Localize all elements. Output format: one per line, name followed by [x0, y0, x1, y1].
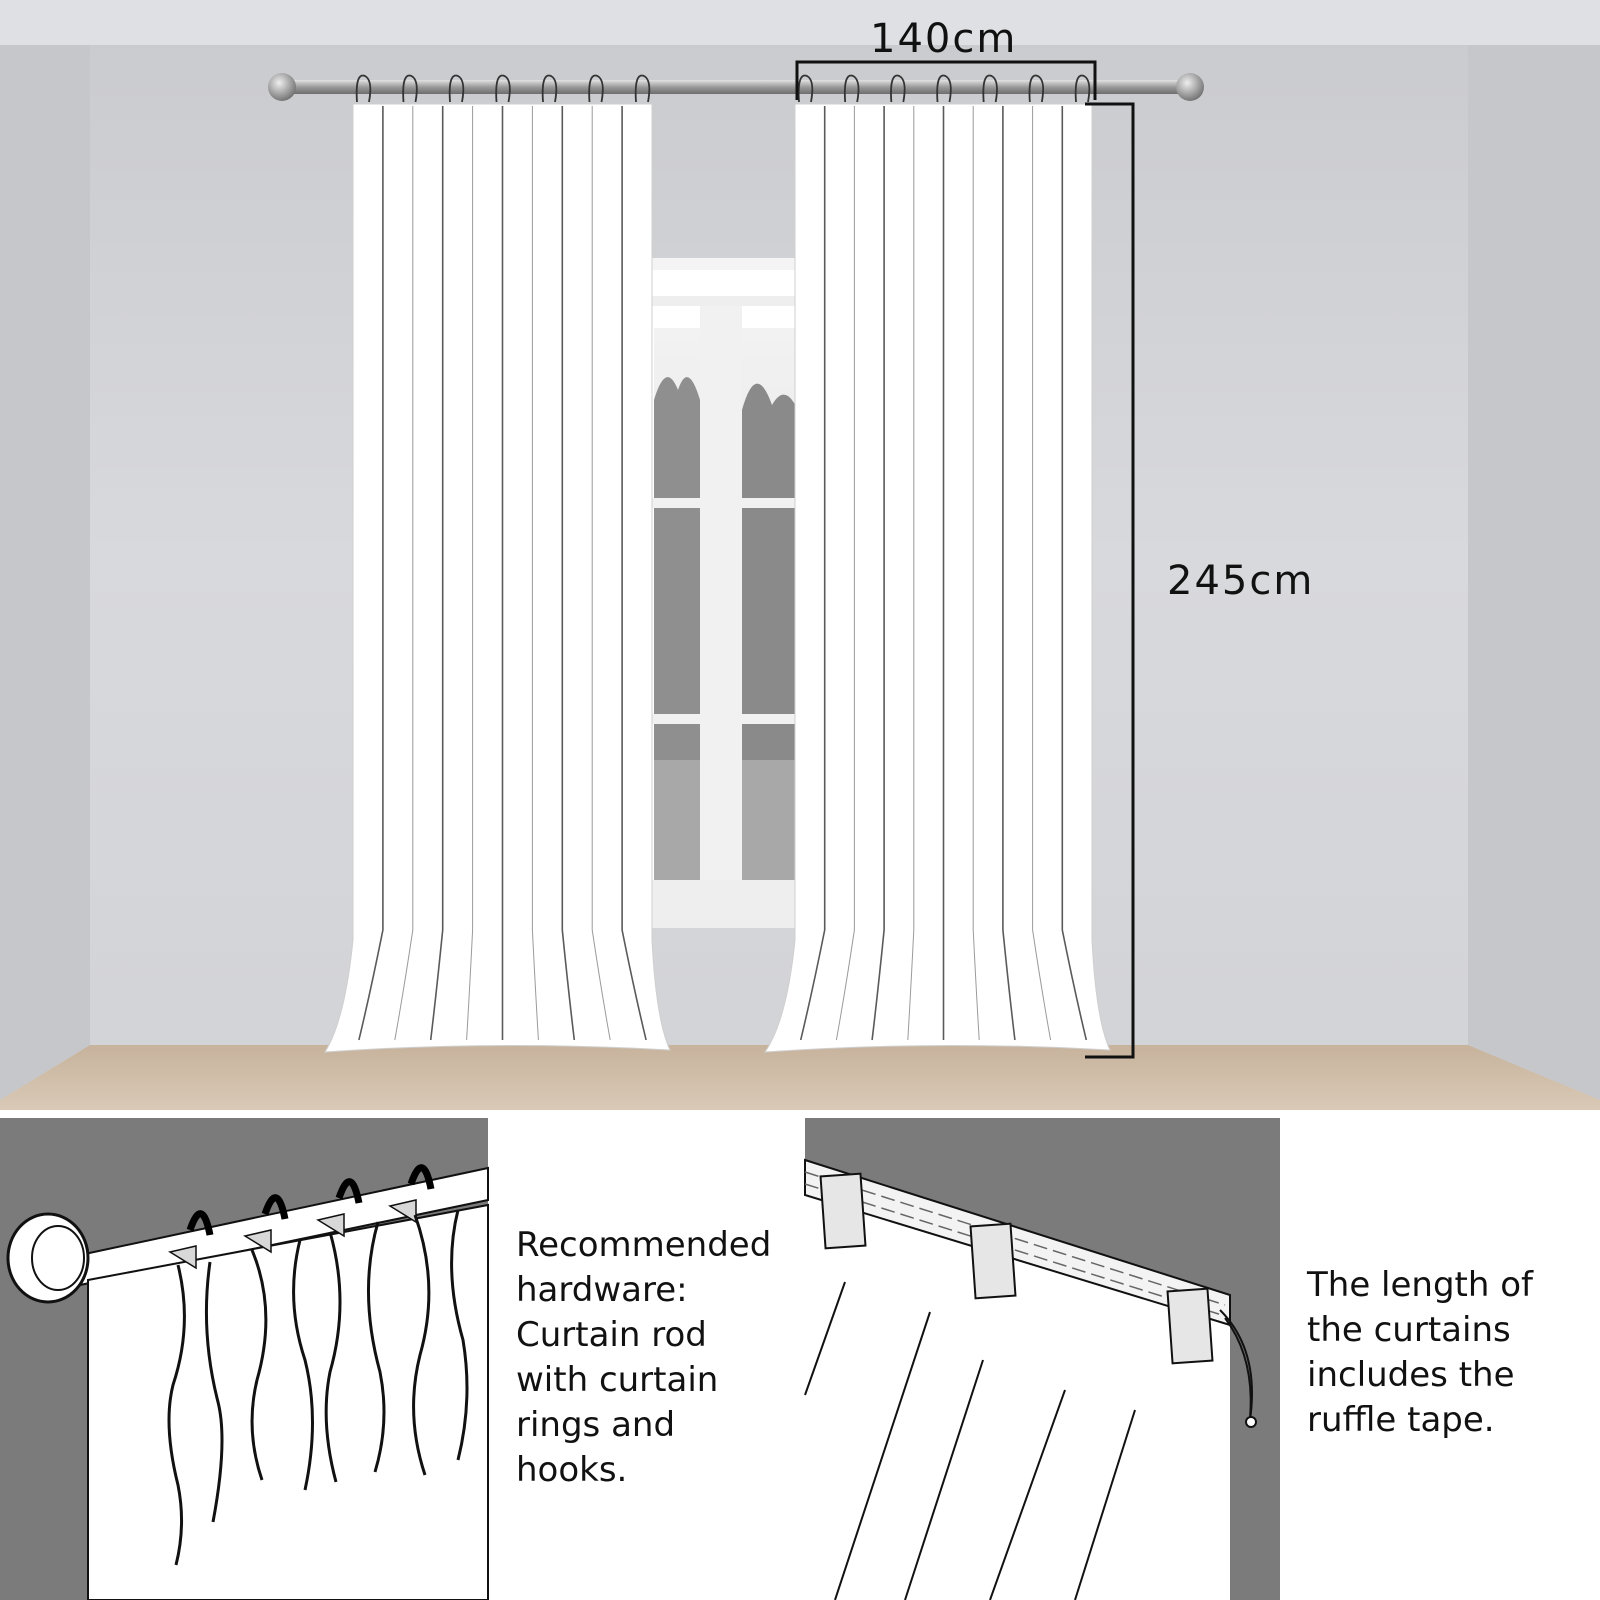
window-icon: [648, 258, 800, 928]
curtain-ring-icon: [936, 74, 952, 103]
width-dimension-line: [795, 60, 1097, 100]
height-dimension-line: [1085, 102, 1135, 1059]
note-line: hardware:: [516, 1270, 688, 1310]
note-line: includes the: [1307, 1355, 1515, 1395]
dimension-lines: [795, 60, 1135, 1059]
curtain-fold: [429, 106, 444, 1041]
curtain-ring-icon: [843, 74, 860, 103]
curtain-fold: [466, 106, 474, 1041]
right-wall: [1468, 0, 1600, 1100]
curtain-fold: [1032, 106, 1052, 1041]
ruffle-tape-icon: [804, 1158, 1257, 1600]
curtain-fold: [561, 106, 576, 1041]
curtain-ring-icon: [1028, 74, 1045, 103]
ceiling: [0, 0, 1600, 45]
note-line: rings and: [516, 1405, 676, 1445]
curtain-panels: [324, 74, 1111, 1053]
curtain-fold: [394, 106, 414, 1041]
note-line: the curtains: [1307, 1310, 1511, 1350]
curtain-ring-icon: [1074, 74, 1091, 103]
curtain-ring-icon: [402, 74, 418, 103]
length-note: The length of the curtains includes the …: [1307, 1263, 1587, 1443]
left-wall: [0, 0, 90, 1100]
curtain-ring-icon: [355, 74, 372, 103]
curtain-ring-icon: [634, 74, 651, 103]
curtain-fold: [871, 106, 885, 1041]
curtain-fold: [358, 106, 384, 1041]
curtain-ring-icon: [495, 74, 511, 103]
curtain-ring-icon: [448, 74, 465, 103]
curtain-fold: [531, 106, 539, 1041]
right-curtain: [764, 74, 1111, 1053]
note-line: with curtain: [516, 1360, 719, 1400]
curtain-ring-icon: [890, 74, 906, 103]
curtain-ring-icon: [588, 74, 604, 103]
curtain-fold: [621, 106, 647, 1041]
note-line: ruffle tape.: [1307, 1400, 1495, 1440]
note-line: The length of: [1307, 1265, 1533, 1305]
curtain-ring-icon: [797, 74, 814, 103]
curtain-fold: [972, 106, 980, 1041]
curtain-ring-icon: [541, 74, 558, 103]
hardware-note: Recommended hardware: Curtain rod with c…: [516, 1223, 796, 1493]
curtain-fold: [799, 106, 826, 1041]
note-line: Curtain rod: [516, 1315, 707, 1355]
curtain-fold: [1002, 106, 1016, 1041]
note-line: hooks.: [516, 1450, 628, 1490]
curtain-fold: [1061, 106, 1088, 1041]
left-curtain: [324, 74, 671, 1053]
curtain-fold: [591, 106, 611, 1041]
height-dimension-label: 245cm: [1167, 558, 1315, 604]
width-dimension-label: 140cm: [870, 16, 1018, 62]
curtain-ring-icon: [982, 74, 998, 103]
floor: [0, 1045, 1600, 1110]
curtain-fold: [835, 106, 855, 1041]
curtain-ring-icon: [6, 1164, 489, 1600]
curtain-fold: [907, 106, 915, 1041]
note-line: Recommended: [516, 1225, 772, 1265]
